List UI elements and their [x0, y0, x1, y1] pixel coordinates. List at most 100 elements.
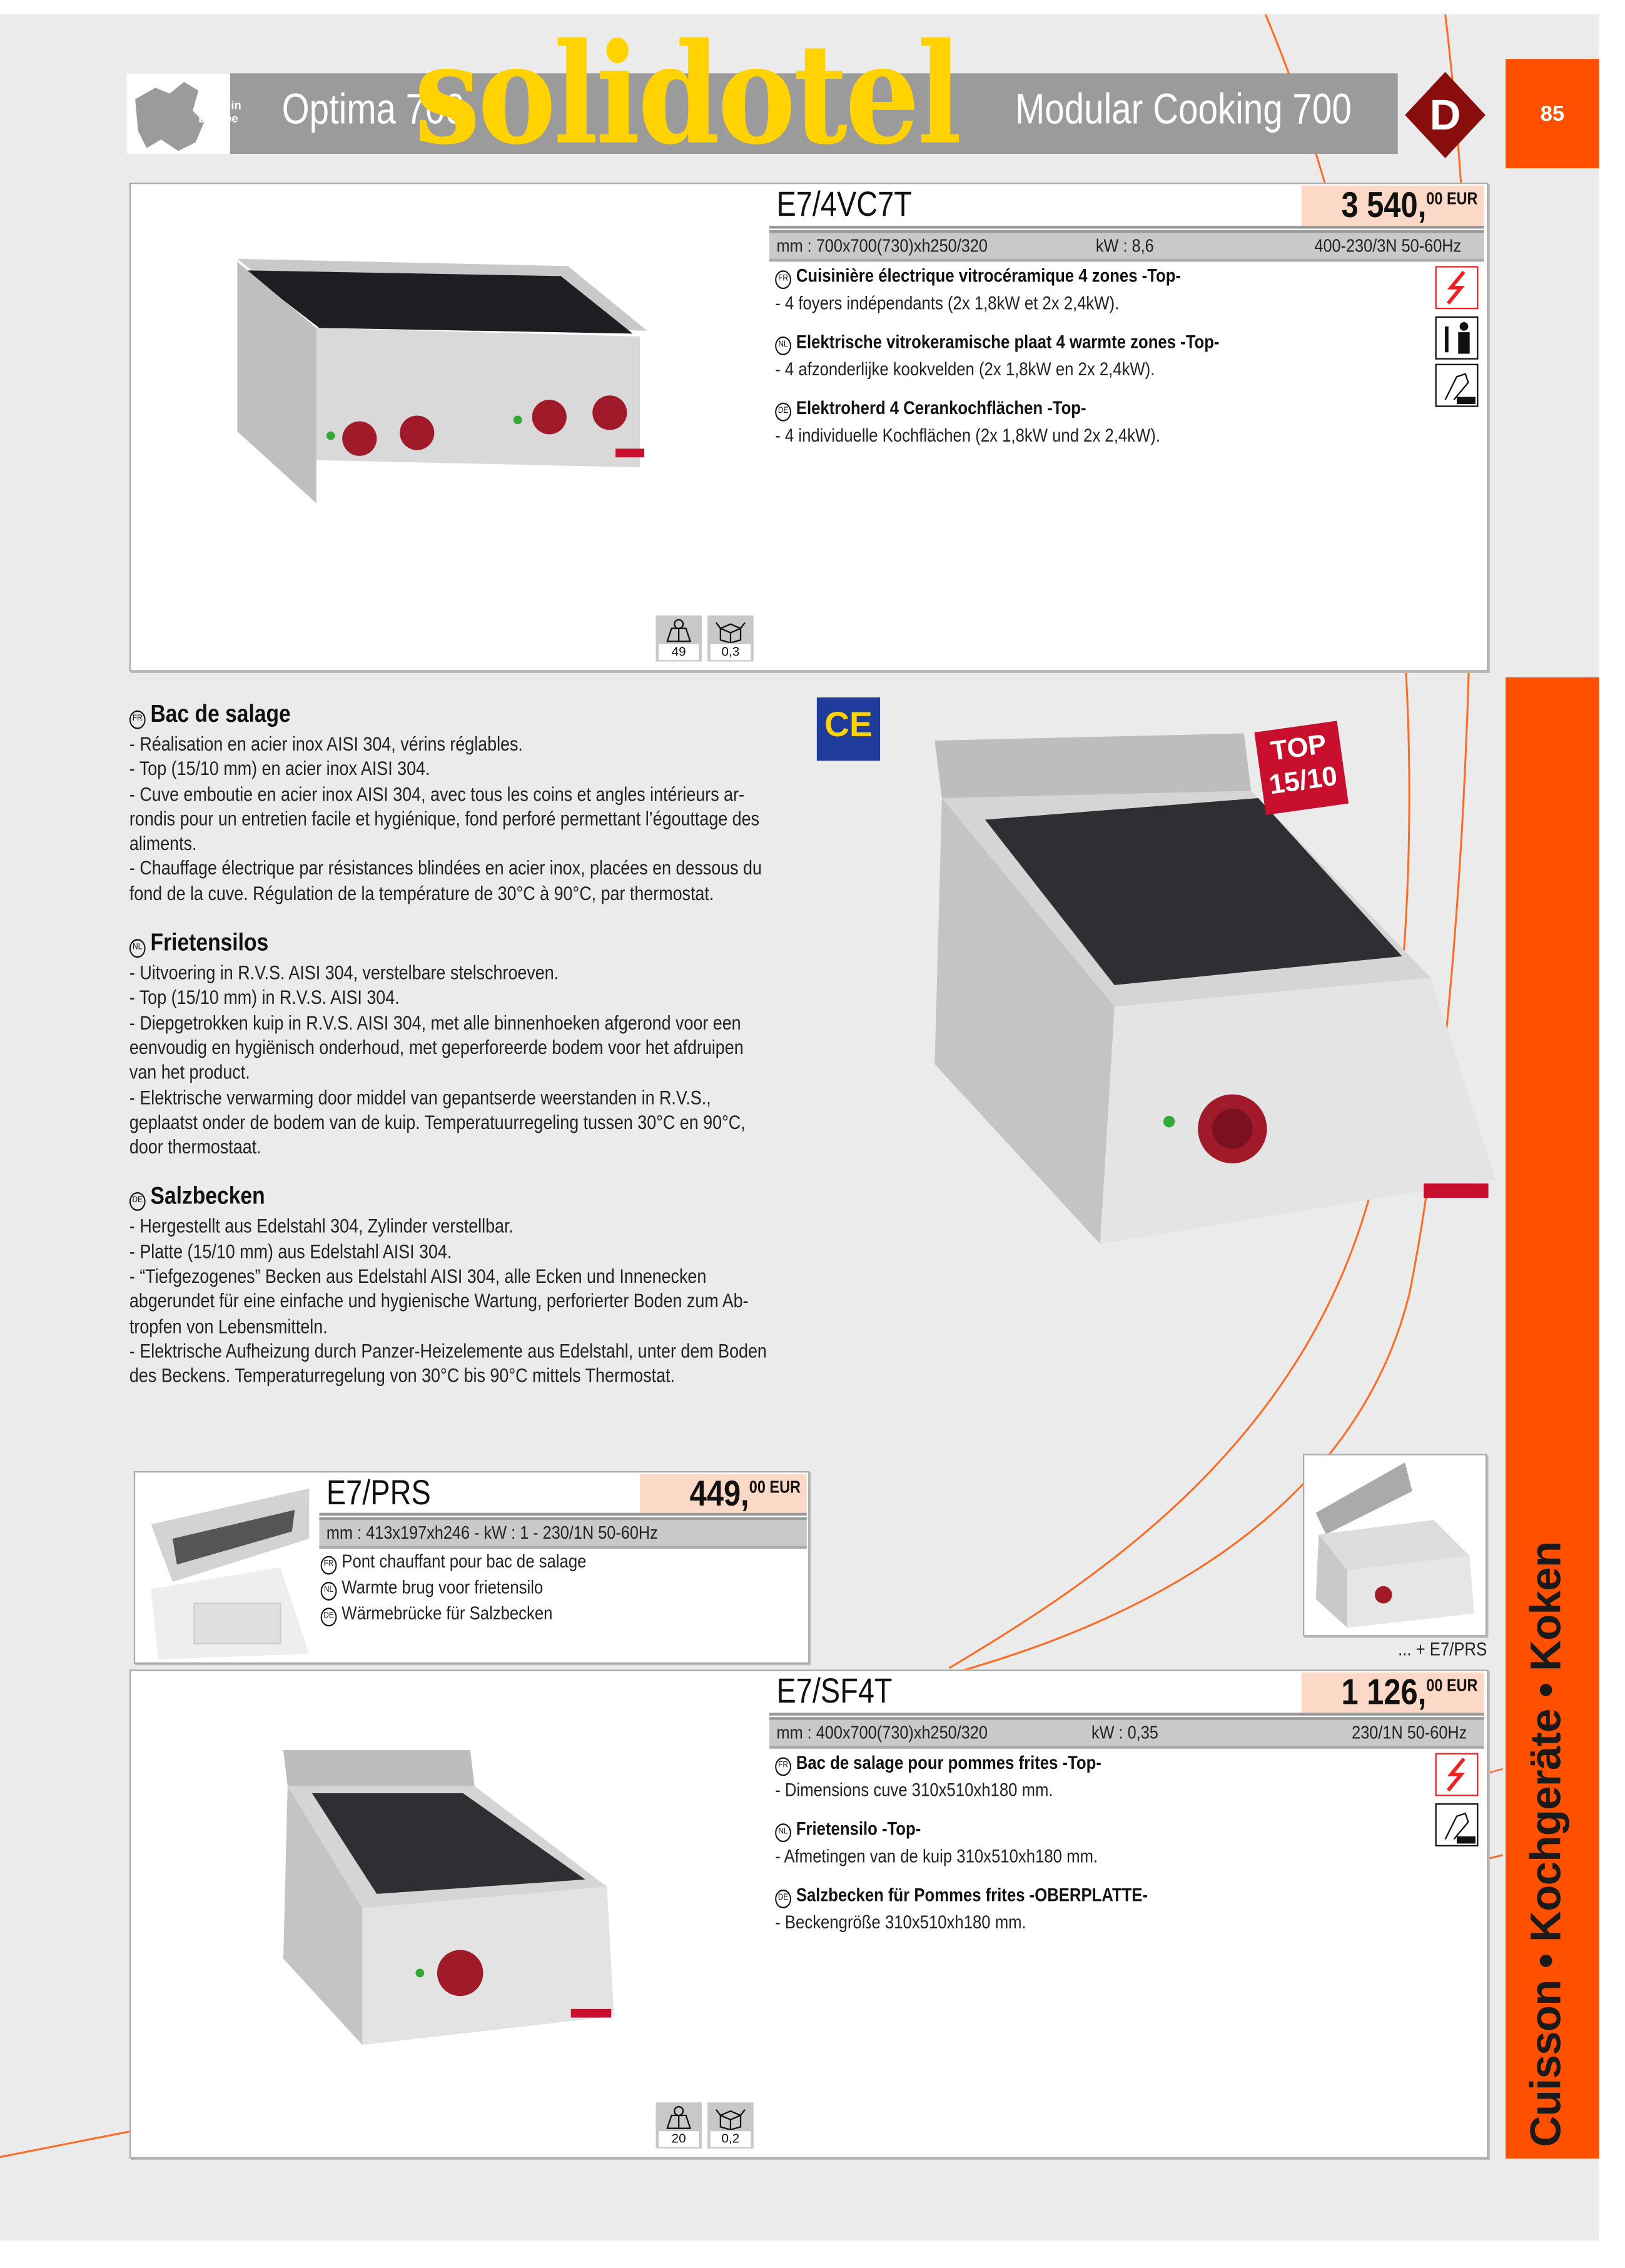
lang-de-icon: DE: [129, 1192, 146, 1212]
product-title-row: E7/SF4T 1 126,00 EUR: [769, 1672, 1484, 1716]
product-code: E7/SF4T: [776, 1672, 893, 1711]
box-icon: [716, 2109, 746, 2130]
text-line: - Elektrische verwarming door middel van…: [129, 1086, 711, 1108]
lang-nl-icon: NL: [320, 1582, 337, 1601]
text-line: geplaatst onder de bodem van de kuip. Te…: [129, 1111, 746, 1133]
product-title-row: E7/4VC7T 3 540,00 EUR: [769, 185, 1484, 229]
spec-text: mm : 413x197xh246 - kW : 1 - 230/1N 50-6…: [326, 1522, 658, 1543]
desc-title-fr: FR Bac de salage pour pommes frites -Top-: [775, 1751, 1148, 1776]
price-box: 1 126,00 EUR: [1301, 1672, 1484, 1714]
price-currency: EUR: [770, 1477, 801, 1497]
text-line: van het product.: [129, 1061, 250, 1083]
weight-badge: 20: [656, 2102, 702, 2149]
product-code: E7/PRS: [326, 1474, 431, 1513]
weight-icon: [666, 2106, 692, 2129]
lang-de-icon: DE: [775, 1890, 791, 1908]
section-text-nl: - Uitvoering in R.V.S. AISI 304, verstel…: [129, 961, 746, 1160]
electric-icon: [1435, 266, 1479, 310]
price-currency: EUR: [1447, 188, 1479, 209]
spec-voltage: 400-230/3N 50-60Hz: [1314, 236, 1462, 256]
lang-nl-icon: NL: [775, 1823, 791, 1843]
lang-fr-icon: FR: [775, 1757, 791, 1776]
price: 1 126,00 EUR: [1342, 1673, 1478, 1714]
text-line: - “Tiefgezogenes” Becken aus Edelstahl A…: [129, 1265, 707, 1287]
text-line: - Platte (15/10 mm) aus Edelstahl AISI 3…: [129, 1240, 452, 1263]
price-box: 3 540,00 EUR: [1301, 185, 1484, 228]
desc-text-fr: - Dimensions cuve 310x510xh180 mm.: [775, 1778, 1053, 1801]
volume-badge: 0,2: [707, 2102, 754, 2149]
lang-nl-icon: NL: [129, 939, 146, 958]
lang-de-icon: DE: [775, 402, 791, 422]
product-code: E7/4VC7T: [776, 185, 912, 225]
product-image-salt-bin-small: [283, 1750, 614, 2045]
lang-fr-icon: FR: [775, 270, 791, 290]
spec-voltage: 230/1N 50-60Hz: [1352, 1723, 1467, 1743]
price-cents: 00: [1427, 188, 1444, 209]
series-title-right: Modular Cooking 700: [1015, 86, 1352, 134]
text-line: - Uitvoering in R.V.S. AISI 304, verstel…: [129, 962, 559, 984]
price-main: 1 126,: [1342, 1672, 1427, 1713]
lang-fr-icon: FR: [129, 710, 146, 729]
text-line: - Top (15/10 mm) en acier inox AISI 304.: [129, 758, 430, 780]
price-main: 449,: [690, 1474, 750, 1514]
weight-badge: 49: [656, 615, 702, 662]
svg-text:D: D: [1430, 91, 1461, 139]
electric-icon: [1435, 1753, 1479, 1796]
combo-caption: ... + E7/PRS: [1398, 1638, 1487, 1660]
section-title-text: Frietensilos: [150, 929, 269, 957]
category-label: Cuisson • Kochgeräte • Koken: [1522, 1541, 1571, 2147]
price: 3 540,00 EUR: [1342, 186, 1478, 228]
price-currency: EUR: [1447, 1675, 1479, 1696]
desc-title-text: Bac de salage pour pommes frites -Top-: [796, 1751, 1101, 1773]
text-line: - Elektrische Aufheizung durch Panzer-He…: [129, 1340, 767, 1362]
lang-fr-icon: FR: [320, 1556, 337, 1575]
security-icon: [1435, 1803, 1479, 1847]
desc-title-text: Salzbecken für Pommes frites -OBERPLATTE…: [796, 1883, 1148, 1906]
text-line: eenvoudig en hygiënisch onderhoud, met g…: [129, 1036, 744, 1059]
weight-value: 20: [658, 2131, 699, 2147]
volume-value: 0,2: [710, 2131, 751, 2147]
security-icon: [1435, 363, 1479, 407]
text-line: - Diepgetrokken kuip in R.V.S. AISI 304,…: [129, 1011, 741, 1034]
ce-mark-logo: CE: [816, 697, 881, 761]
spec-power-kw: kW : 0,35: [1091, 1723, 1158, 1743]
spec-row: mm : 413x197xh246 - kW : 1 - 230/1N 50-6…: [319, 1517, 807, 1549]
desc-text-nl: - Afmetingen van de kuip 310x510xh180 mm…: [775, 1845, 1098, 1867]
product-image-combo: [1315, 1462, 1474, 1628]
text-line: tropfen von Lebensmitteln.: [129, 1315, 328, 1337]
text-line: aliments.: [129, 833, 197, 855]
weight-value: 49: [658, 644, 699, 661]
desc-text: Warmte brug voor frietensilo: [342, 1576, 544, 1598]
section-text-fr: - Réalisation en acier inox AISI 304, vé…: [129, 732, 762, 906]
product-image-heat-bridge: [151, 1488, 310, 1660]
text-line: fond de la cuve. Régulation de la tempér…: [129, 883, 714, 904]
desc-text-de: - 4 individuelle Kochflächen (2x 1,8kW u…: [775, 424, 1160, 446]
price-cents: 00: [1427, 1675, 1444, 1696]
section-text-de: - Hergestellt aus Edelstahl 304, Zylinde…: [129, 1214, 767, 1388]
spec-dimensions: mm : 700x700(730)xh250/320: [776, 236, 988, 256]
section-title-text: Salzbecken: [150, 1182, 265, 1210]
text-line: des Beckens. Temperaturregelung von 30°C…: [129, 1365, 675, 1387]
text-line: - Cuve emboutie en acier inox AISI 304, …: [129, 783, 744, 805]
product-image-ceramic-hob: [237, 258, 647, 504]
volume-value: 0,3: [710, 644, 751, 661]
spec-row: mm : 700x700(730)xh250/320 kW : 8,6 400-…: [769, 230, 1484, 262]
combo-image-box: [1302, 1454, 1487, 1637]
text-line: - Chauffage électrique par résistances b…: [129, 858, 762, 879]
product-description: FR Bac de salage pour pommes frites -Top-…: [775, 1751, 1208, 1933]
product-title-row: E7/PRS 449,00 EUR: [319, 1474, 807, 1516]
series-title-left: Optima 700: [281, 86, 465, 134]
desc-text-fr: - 4 foyers indépendants (2x 1,8kW et 2x …: [775, 291, 1120, 314]
